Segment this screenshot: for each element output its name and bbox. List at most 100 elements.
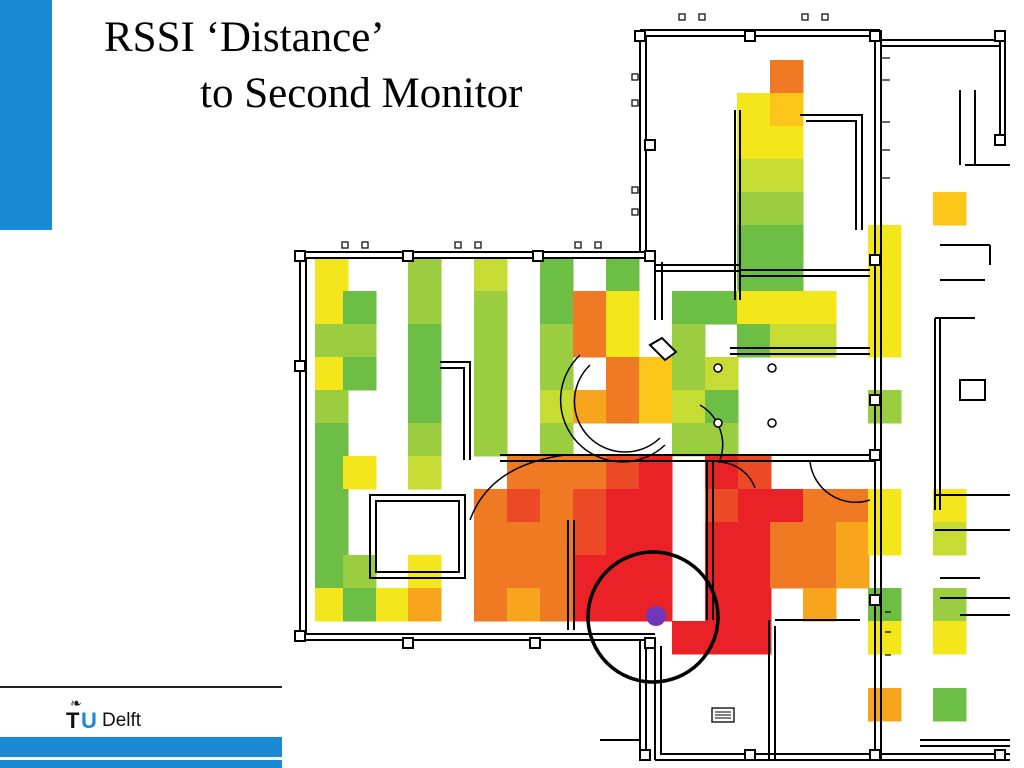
- column-marker: [532, 250, 544, 262]
- heatmap-cell: [540, 423, 574, 457]
- heatmap-cell: [672, 390, 706, 424]
- heatmap-cell: [770, 60, 804, 94]
- heatmap-cell: [639, 555, 673, 589]
- heatmap-cell: [737, 93, 771, 127]
- heatmap-cell: [705, 522, 739, 556]
- heatmap-cell: [315, 522, 349, 556]
- heatmap-cell: [737, 324, 771, 358]
- wall-line: [959, 379, 986, 401]
- heatmap-cell: [836, 522, 870, 556]
- monitor-location-dot: [646, 606, 666, 626]
- column-marker: [869, 449, 881, 461]
- heatmap-cell: [540, 357, 574, 391]
- heatmap-cell: [770, 291, 804, 325]
- heatmap-cell: [672, 423, 706, 457]
- wall-line: [800, 114, 863, 230]
- door-arc: [573, 364, 661, 453]
- heatmap-cell: [738, 555, 772, 589]
- heatmap-cell: [770, 225, 804, 259]
- heatmap-cell: [770, 93, 804, 127]
- heatmap-cell: [868, 688, 902, 722]
- heatmap-cell: [606, 390, 640, 424]
- heatmap-cell: [408, 423, 442, 457]
- list-icon: [711, 707, 735, 723]
- heatmap-cell: [737, 159, 771, 193]
- pillar-circle: [767, 418, 777, 428]
- heatmap-cell: [315, 390, 349, 424]
- heatmap-cell: [803, 555, 837, 589]
- heatmap-cell: [474, 588, 508, 622]
- heatmap-cell: [606, 357, 640, 391]
- heatmap-cell: [343, 555, 377, 589]
- accent-tab: [0, 0, 52, 230]
- heatmap-cell: [315, 456, 349, 490]
- heatmap-cell: [836, 489, 870, 523]
- column-marker: [644, 139, 656, 151]
- heatmap-cell: [474, 291, 508, 325]
- heatmap-cell: [868, 291, 902, 325]
- column-marker: [994, 749, 1006, 761]
- heatmap-cell: [868, 522, 902, 556]
- heatmap-cell: [705, 555, 739, 589]
- heatmap-cells: [315, 60, 967, 722]
- heatmap-cell: [738, 621, 772, 655]
- heatmap-cell: [672, 357, 706, 391]
- heatmap-cell: [315, 489, 349, 523]
- column-marker: [634, 30, 646, 42]
- column-marker: [869, 394, 881, 406]
- door-arc: [699, 404, 724, 461]
- heatmap-cell: [737, 192, 771, 226]
- heatmap-cell: [408, 258, 442, 292]
- logo-letter-u: U: [81, 708, 97, 733]
- window-marker: [821, 13, 829, 21]
- heatmap-cell: [408, 390, 442, 424]
- heatmap-cell: [770, 555, 804, 589]
- heatmap-cell: [672, 291, 706, 325]
- heatmap-cell: [705, 489, 739, 523]
- heatmap-cell: [474, 489, 508, 523]
- heatmap-cell: [639, 489, 673, 523]
- heatmap-cell: [639, 390, 673, 424]
- door-arc: [717, 461, 756, 489]
- logo-wordmark: Delft: [102, 710, 142, 731]
- floor-plan-heatmap: [294, 13, 1010, 761]
- window-marker: [361, 241, 369, 249]
- heatmap-cell: [540, 390, 574, 424]
- heatmap-cell: [343, 324, 377, 358]
- column-marker: [994, 30, 1006, 42]
- column-marker: [294, 250, 306, 262]
- heatmap-cell: [315, 291, 349, 325]
- footer-bar: [0, 737, 282, 757]
- column-marker: [994, 134, 1006, 146]
- heatmap-cell: [606, 489, 640, 523]
- window-marker: [474, 241, 482, 249]
- range-circle: [586, 550, 720, 684]
- window-marker: [631, 73, 639, 81]
- heatmap-cell: [408, 324, 442, 358]
- heatmap-cell: [803, 324, 837, 358]
- wall-line: [806, 120, 857, 230]
- heatmap-cell: [770, 159, 804, 193]
- heatmap-cell: [573, 489, 607, 523]
- heatmap-cell: [474, 390, 508, 424]
- heatmap-cell: [474, 357, 508, 391]
- title-line-1: RSSI ‘Distance’: [104, 14, 385, 61]
- heatmap-cell: [507, 555, 541, 589]
- heatmap-cell: [573, 291, 607, 325]
- pillar-circle: [713, 363, 723, 373]
- heatmap-cell: [770, 489, 804, 523]
- heatmap-cell: [343, 588, 377, 622]
- heatmap-cell: [803, 522, 837, 556]
- heatmap-cell: [803, 588, 837, 622]
- heatmap-cell: [408, 291, 442, 325]
- column-marker: [644, 250, 656, 262]
- window-marker: [594, 241, 602, 249]
- column-marker: [869, 749, 881, 761]
- heatmap-cell: [737, 225, 771, 259]
- column-marker: [529, 637, 541, 649]
- heatmap-cell: [315, 423, 349, 457]
- heatmap-cell: [705, 588, 739, 622]
- heatmap-cell: [868, 324, 902, 358]
- heatmap-cell: [408, 456, 442, 490]
- heatmap-cell: [933, 688, 967, 722]
